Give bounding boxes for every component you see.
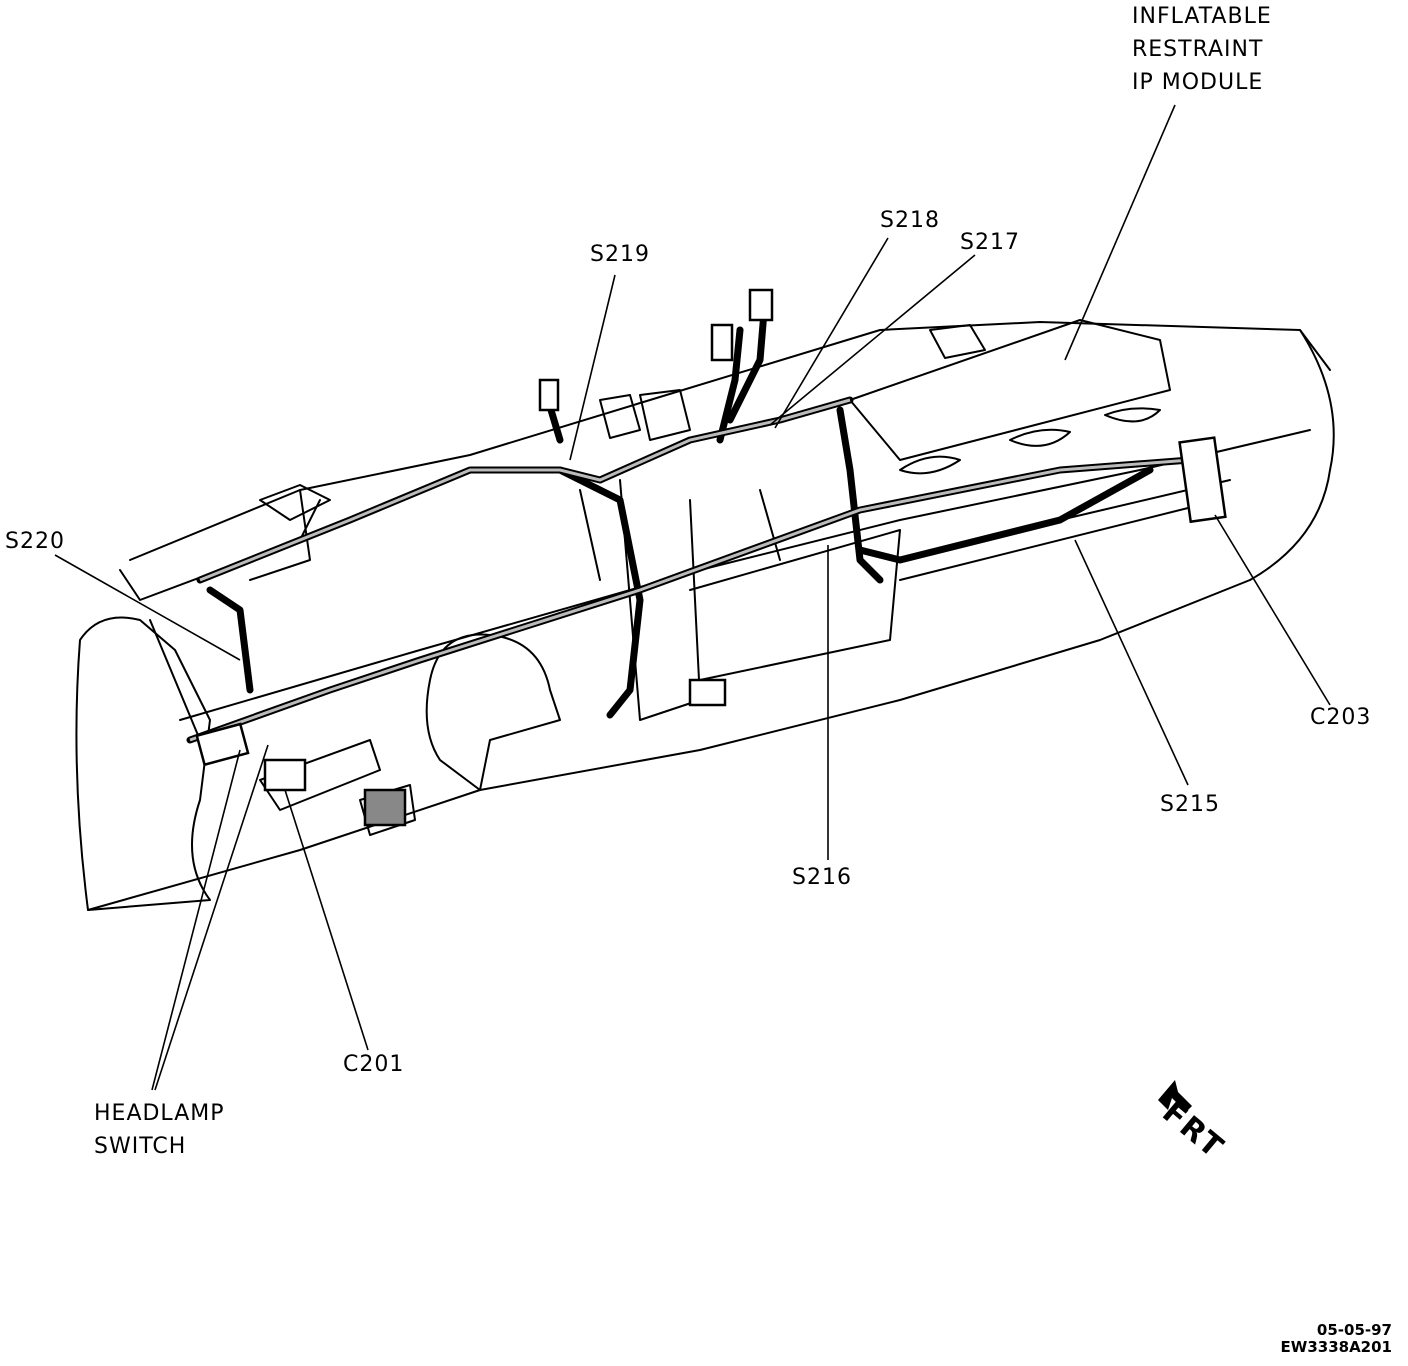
- front-arrow-icon: [1158, 1080, 1192, 1112]
- headlamp-line: HEADLAMP: [94, 1101, 225, 1126]
- s216-label: S216: [792, 865, 852, 890]
- s218-label: S218: [880, 208, 940, 233]
- s217-label: S217: [960, 230, 1020, 255]
- airbag-module-outline: [849, 319, 1171, 461]
- cluster-opening: [425, 633, 561, 791]
- c203-connector: [1178, 436, 1227, 524]
- drawing-footer: 05-05-97 EW3338A201: [1281, 1322, 1392, 1356]
- leader-s217: [769, 254, 976, 426]
- leader-s220: [54, 554, 241, 661]
- c201-connector: [263, 758, 307, 792]
- leader-c201: [284, 789, 369, 1051]
- drawing-code: EW3338A201: [1280, 1338, 1392, 1356]
- label-line-3: IP MODULE: [1132, 70, 1264, 95]
- label-line-2: RESTRAINT: [1132, 37, 1264, 62]
- s220-label: S220: [5, 529, 65, 554]
- dash-top-edge: [129, 321, 1331, 561]
- switch-line: SWITCH: [94, 1134, 187, 1159]
- headlamp-switch-label: HEADLAMP SWITCH: [94, 1097, 225, 1163]
- dash-lower-edge: [87, 579, 1251, 911]
- leader-ip-module: [1064, 104, 1176, 361]
- leader-headlamp-2: [154, 744, 269, 1091]
- c203-label: C203: [1310, 705, 1372, 730]
- dash-right-end: [1249, 329, 1335, 581]
- radio-box: [259, 739, 381, 811]
- drawing-date: 05-05-97: [1316, 1321, 1392, 1339]
- leader-headlamp-1: [151, 749, 241, 1091]
- leader-s219: [569, 274, 616, 461]
- dash-outer-outline: [75, 616, 211, 911]
- s215-label: S215: [1160, 792, 1220, 817]
- leader-c203: [1214, 514, 1331, 706]
- s219-label: S219: [590, 242, 650, 267]
- inflatable-restraint-ip-module-label: INFLATABLE RESTRAINT IP MODULE: [1132, 0, 1272, 99]
- label-line-1: INFLATABLE: [1132, 4, 1272, 29]
- leader-s215: [1074, 539, 1189, 786]
- leader-s218: [774, 237, 889, 429]
- c201-label: C201: [343, 1052, 405, 1077]
- headlamp-switch-connector: [195, 722, 250, 767]
